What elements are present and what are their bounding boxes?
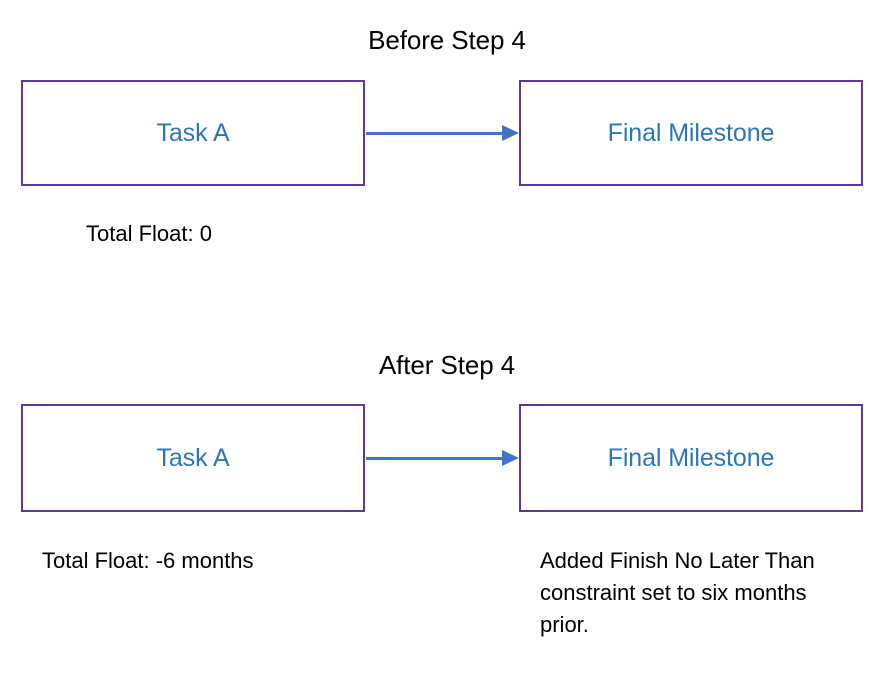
node-label-task-a-before: Task A bbox=[156, 118, 230, 147]
node-label-final-milestone-after: Final Milestone bbox=[607, 443, 775, 472]
arrow-task-a-to-final-milestone-before bbox=[366, 122, 520, 144]
caption-total-float-before: Total Float: 0 bbox=[86, 221, 212, 246]
section-title-after: After Step 4 bbox=[378, 350, 516, 380]
caption-constraint-note: Added Finish No Later Than constraint se… bbox=[540, 548, 815, 637]
arrow-shaft bbox=[366, 132, 503, 135]
node-box-final-milestone-after[interactable]: Final Milestone bbox=[519, 404, 863, 512]
node-box-task-a-before[interactable]: Task A bbox=[21, 80, 365, 186]
node-box-final-milestone-before[interactable]: Final Milestone bbox=[519, 80, 863, 186]
arrow-head-icon bbox=[502, 125, 519, 141]
arrow-shaft bbox=[366, 457, 503, 460]
caption-total-float-after: Total Float: -6 months bbox=[42, 548, 254, 573]
node-box-task-a-after[interactable]: Task A bbox=[21, 404, 365, 512]
section-title-before: Before Step 4 bbox=[368, 25, 526, 55]
node-label-task-a-after: Task A bbox=[156, 443, 230, 472]
arrow-task-a-to-final-milestone-after bbox=[366, 447, 520, 469]
node-label-final-milestone-before: Final Milestone bbox=[607, 118, 775, 147]
arrow-head-icon bbox=[502, 450, 519, 466]
